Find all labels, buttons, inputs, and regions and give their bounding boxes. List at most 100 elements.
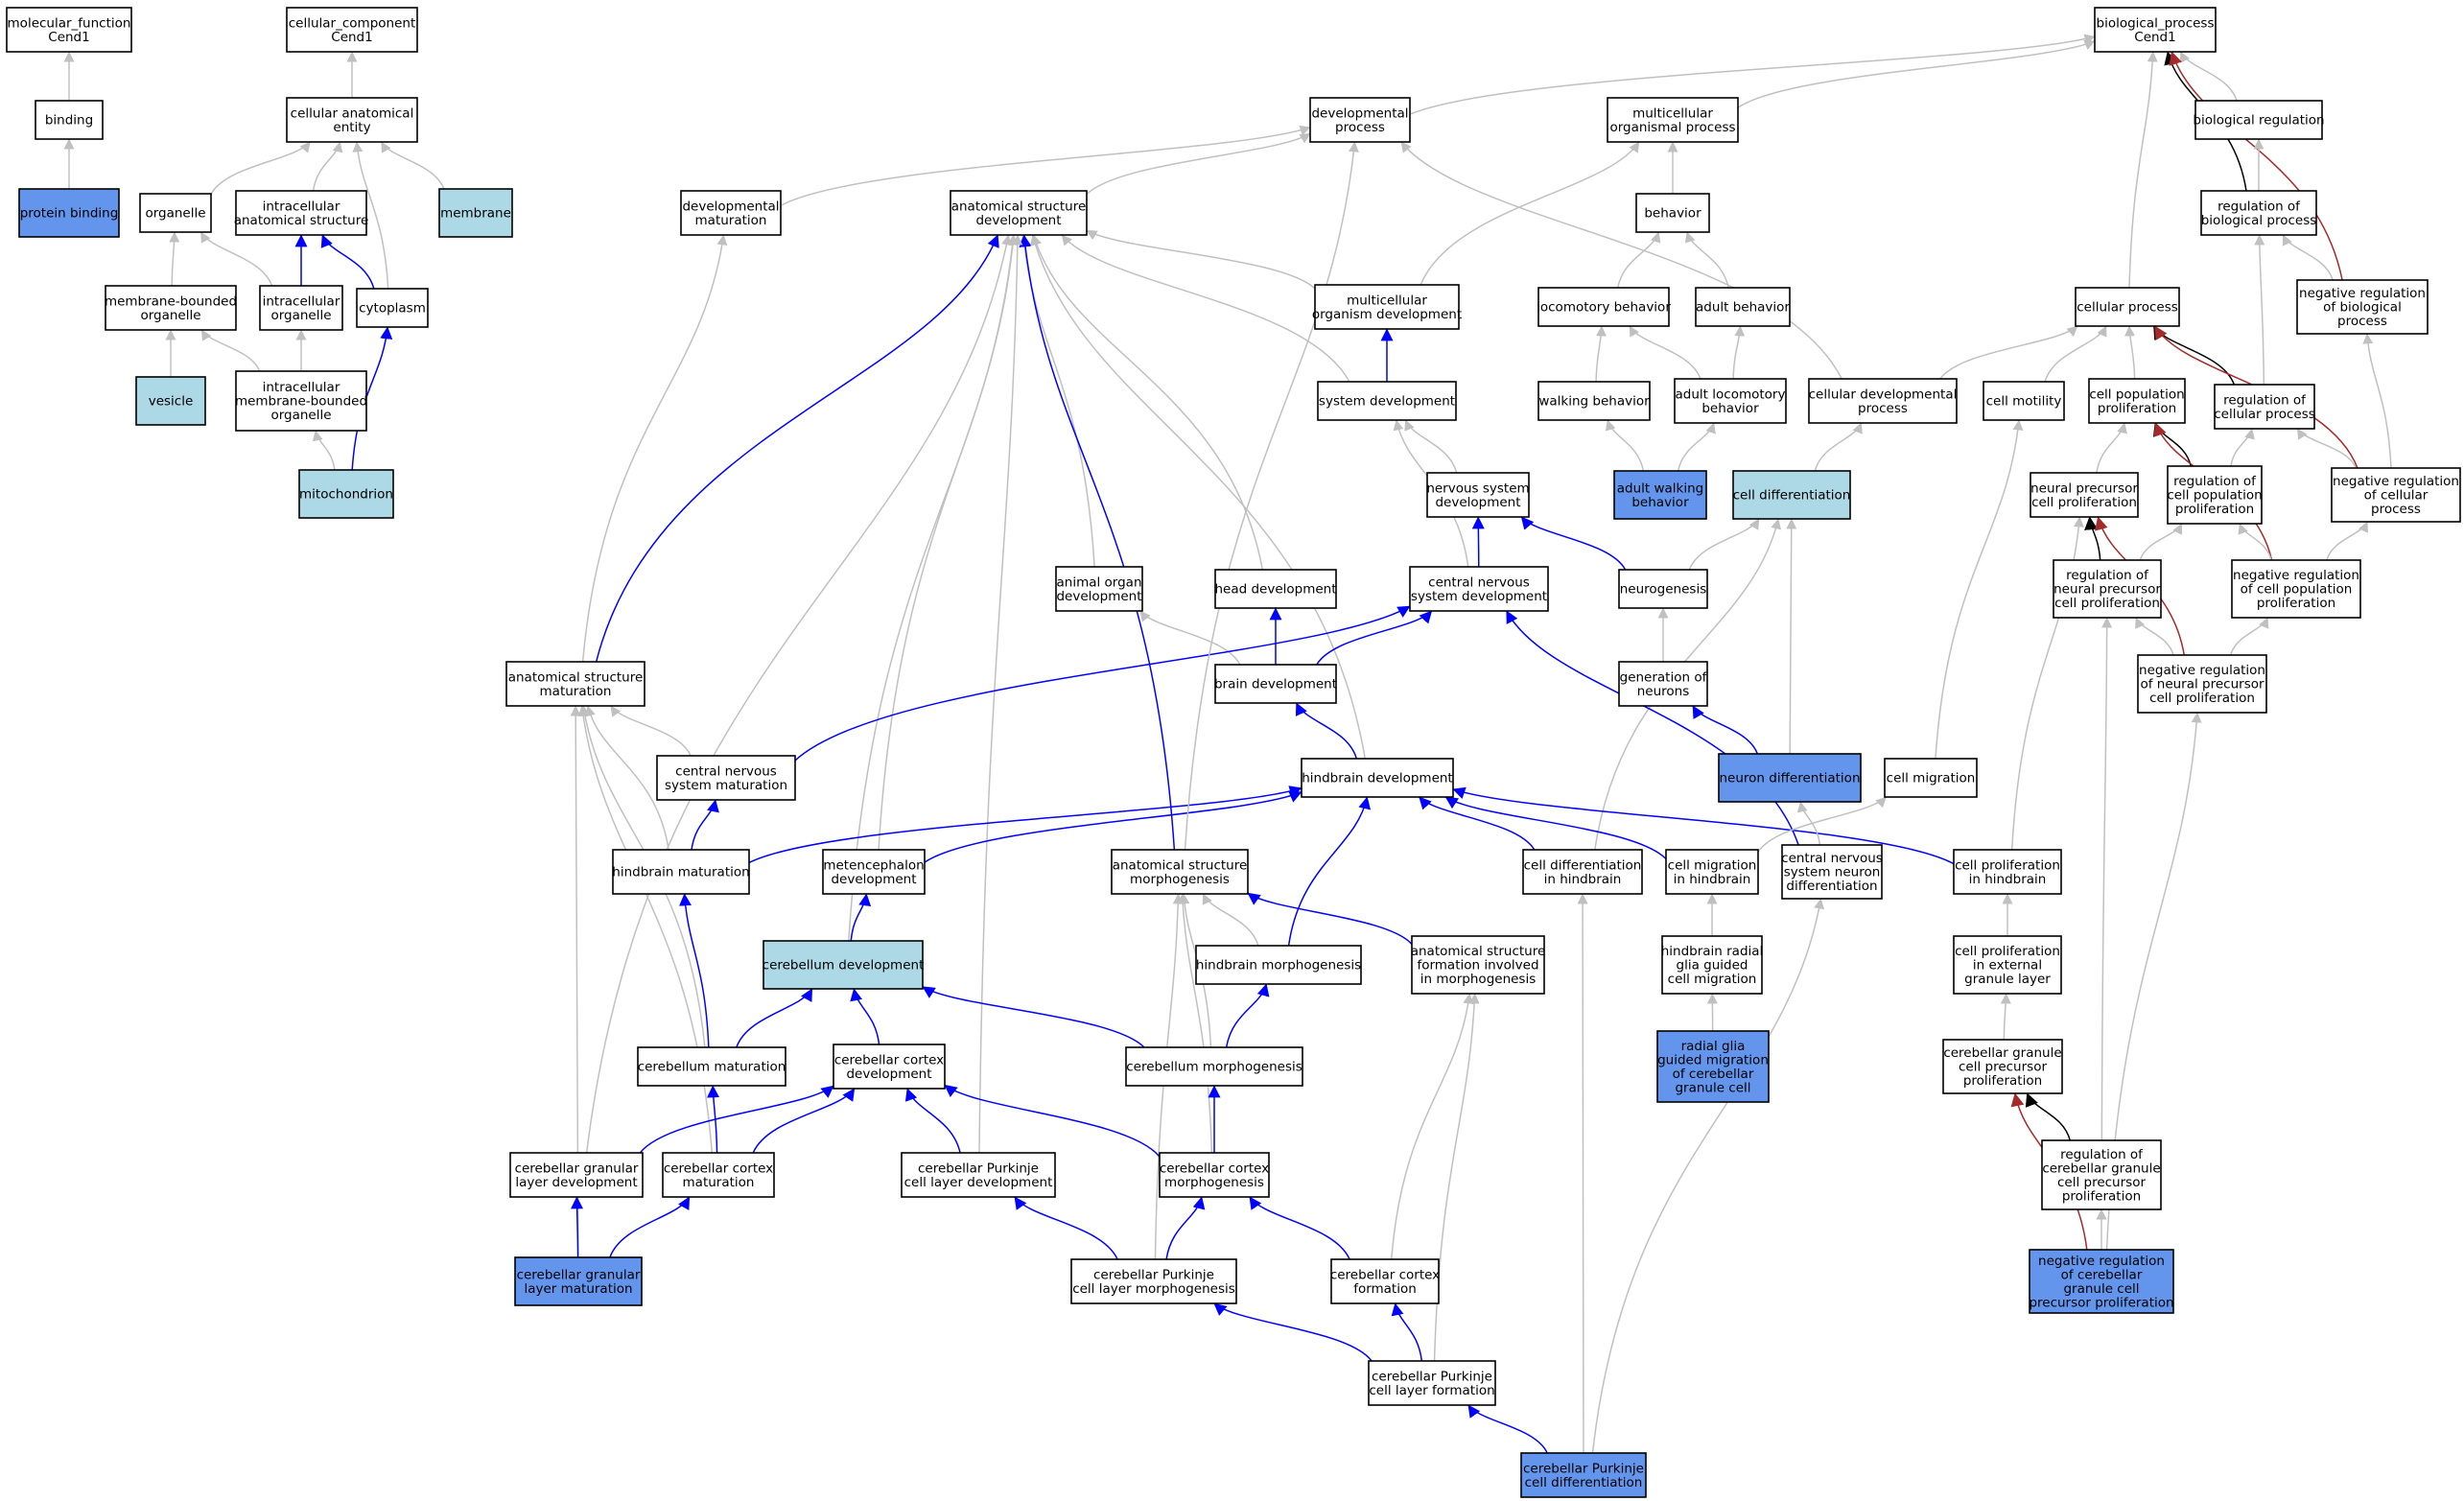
term-label-line: negative regulation	[2299, 286, 2426, 301]
term-node-celldiff[interactable]: cell differentiation	[1732, 470, 1851, 520]
term-node-binding[interactable]: binding	[35, 100, 104, 140]
term-node-walkbeh[interactable]: walking behavior	[1537, 381, 1651, 421]
term-node-biolreg[interactable]: biological regulation	[2193, 100, 2325, 140]
term-node-vesicle[interactable]: vesicle	[135, 376, 206, 426]
term-box	[1983, 381, 2065, 421]
term-node-cellmig[interactable]: cell migration	[1884, 758, 1978, 798]
term-node-neurdiff[interactable]: neuron differentiation	[1718, 753, 1862, 803]
edge-is-a-arrow	[1732, 325, 1746, 380]
term-node-locobeh[interactable]: locomotory behavior	[1537, 287, 1671, 327]
edge-is-a-arrow	[2000, 993, 2011, 1041]
edge-part-of-arrow	[1471, 516, 1485, 568]
term-node-cellproc[interactable]: cellular process	[2075, 287, 2180, 327]
term-node-behavior[interactable]: behavior	[1635, 193, 1710, 233]
term-node-hbdev[interactable]: hindbrain development	[1301, 758, 1454, 798]
term-node-neurogenesis[interactable]: neurogenesis	[1618, 569, 1708, 609]
term-label-line: Cend1	[48, 30, 89, 45]
edge-is-a-arrow	[1605, 419, 1645, 472]
edge-is-a-arrow	[312, 430, 336, 471]
edge-part-of-arrow	[1452, 786, 1955, 865]
term-node-cytoplasm[interactable]: cytoplasm	[356, 288, 429, 328]
term-label-line: cerebellum maturation	[638, 1060, 786, 1075]
term-node-protein-binding[interactable]: protein binding	[18, 188, 120, 238]
term-node-cbmat[interactable]: cerebellum maturation	[637, 1046, 786, 1087]
edge-is-a-arrow	[312, 141, 343, 192]
term-node-organelle[interactable]: organelle	[139, 193, 212, 233]
term-node-sysdev[interactable]: system development	[1317, 381, 1457, 421]
term-node-hbmat[interactable]: hindbrain maturation	[612, 849, 750, 895]
term-label-line: cell population	[2167, 488, 2262, 504]
term-node-hbmorph[interactable]: hindbrain morphogenesis	[1195, 945, 1362, 985]
term-node-braindev[interactable]: brain development	[1214, 664, 1337, 704]
term-label-line: granule cell	[2063, 1281, 2139, 1297]
term-node-cbdev[interactable]: cerebellum development	[763, 940, 925, 990]
term-box	[2296, 279, 2429, 335]
term-node-headdev[interactable]: head development	[1214, 569, 1337, 609]
term-label-line: negative regulation	[2038, 1254, 2165, 1269]
term-node-mito[interactable]: mitochondrion	[298, 469, 394, 519]
edge-is-a-arrow	[2124, 325, 2136, 380]
term-label-line: cerebellar cortex	[664, 1161, 773, 1176]
term-node-adultbeh[interactable]: adult behavior	[1695, 287, 1791, 327]
term-node-cbmorph[interactable]: cerebellum morphogenesis	[1125, 1046, 1303, 1087]
term-node-cellmot[interactable]: cell motility	[1983, 381, 2065, 421]
term-node-membrane[interactable]: membrane	[438, 188, 513, 238]
term-label-line: proliferation	[1963, 1073, 2042, 1089]
